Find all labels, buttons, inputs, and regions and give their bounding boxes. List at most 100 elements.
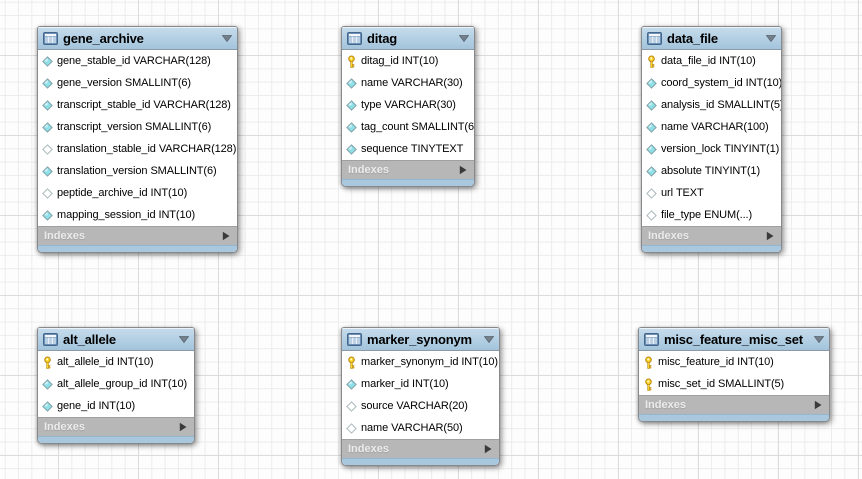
expand-right-icon[interactable] bbox=[179, 422, 187, 432]
column-type: INT(10) bbox=[158, 209, 196, 221]
column-name: misc_set_id bbox=[658, 378, 715, 390]
indexes-row[interactable]: Indexes bbox=[38, 417, 194, 436]
column-type: SMALLINT(6) bbox=[411, 121, 475, 133]
table-icon bbox=[347, 31, 362, 45]
column-type: INT(10) bbox=[461, 356, 498, 368]
collapse-arrow-icon[interactable] bbox=[459, 34, 469, 42]
key-icon bbox=[346, 356, 357, 369]
column-name: data_file_id bbox=[661, 55, 717, 67]
indexes-row[interactable]: Indexes bbox=[642, 226, 781, 245]
column-type: INT(10) bbox=[412, 378, 449, 390]
diamond-filled-icon bbox=[646, 165, 657, 177]
table-header[interactable]: gene_archive bbox=[38, 27, 237, 50]
table-header[interactable]: marker_synonym bbox=[342, 328, 499, 351]
table-header[interactable]: data_file bbox=[642, 27, 781, 50]
table-bottom-strip bbox=[38, 436, 194, 443]
diamond-filled-icon bbox=[346, 143, 357, 155]
diamond-filled-icon bbox=[346, 121, 357, 133]
column-type: VARCHAR(30) bbox=[384, 99, 456, 111]
column-type: INT(10) bbox=[401, 55, 439, 67]
table-header[interactable]: misc_feature_misc_set bbox=[639, 328, 829, 351]
expand-right-icon[interactable] bbox=[222, 231, 230, 241]
diamond-hollow-icon bbox=[42, 143, 53, 155]
collapse-arrow-icon[interactable] bbox=[766, 34, 776, 42]
column-type: VARCHAR(100) bbox=[691, 121, 769, 133]
expand-right-icon[interactable] bbox=[814, 400, 822, 410]
diamond-hollow-icon bbox=[646, 187, 657, 199]
column-name: name bbox=[661, 121, 689, 133]
indexes-row[interactable]: Indexes bbox=[639, 395, 829, 414]
collapse-arrow-icon[interactable] bbox=[484, 335, 494, 343]
collapse-arrow-icon[interactable] bbox=[814, 335, 824, 343]
indexes-row[interactable]: Indexes bbox=[38, 226, 237, 245]
column-type: TINYINT(1) bbox=[704, 165, 761, 177]
column-type: SMALLINT(6) bbox=[145, 121, 212, 133]
expand-right-icon[interactable] bbox=[484, 444, 492, 454]
column-type: SMALLINT(6) bbox=[150, 165, 217, 177]
expand-right-icon[interactable] bbox=[459, 165, 467, 175]
column-name: alt_allele_group_id bbox=[57, 378, 148, 390]
table-header[interactable]: ditag bbox=[342, 27, 474, 50]
column-name: name bbox=[361, 422, 389, 434]
indexes-row[interactable]: Indexes bbox=[342, 439, 499, 458]
collapse-arrow-icon[interactable] bbox=[179, 335, 189, 343]
indexes-label: Indexes bbox=[44, 421, 85, 433]
indexes-label: Indexes bbox=[348, 443, 389, 455]
collapse-arrow-icon[interactable] bbox=[222, 34, 232, 42]
table-icon bbox=[647, 31, 662, 45]
column-name: analysis_id bbox=[661, 99, 715, 111]
expand-right-icon[interactable] bbox=[766, 231, 774, 241]
table-header[interactable]: alt_allele bbox=[38, 328, 194, 351]
indexes-row[interactable]: Indexes bbox=[342, 160, 474, 179]
column-type: SMALLINT(6) bbox=[124, 77, 191, 89]
column-type: INT(10) bbox=[116, 356, 154, 368]
